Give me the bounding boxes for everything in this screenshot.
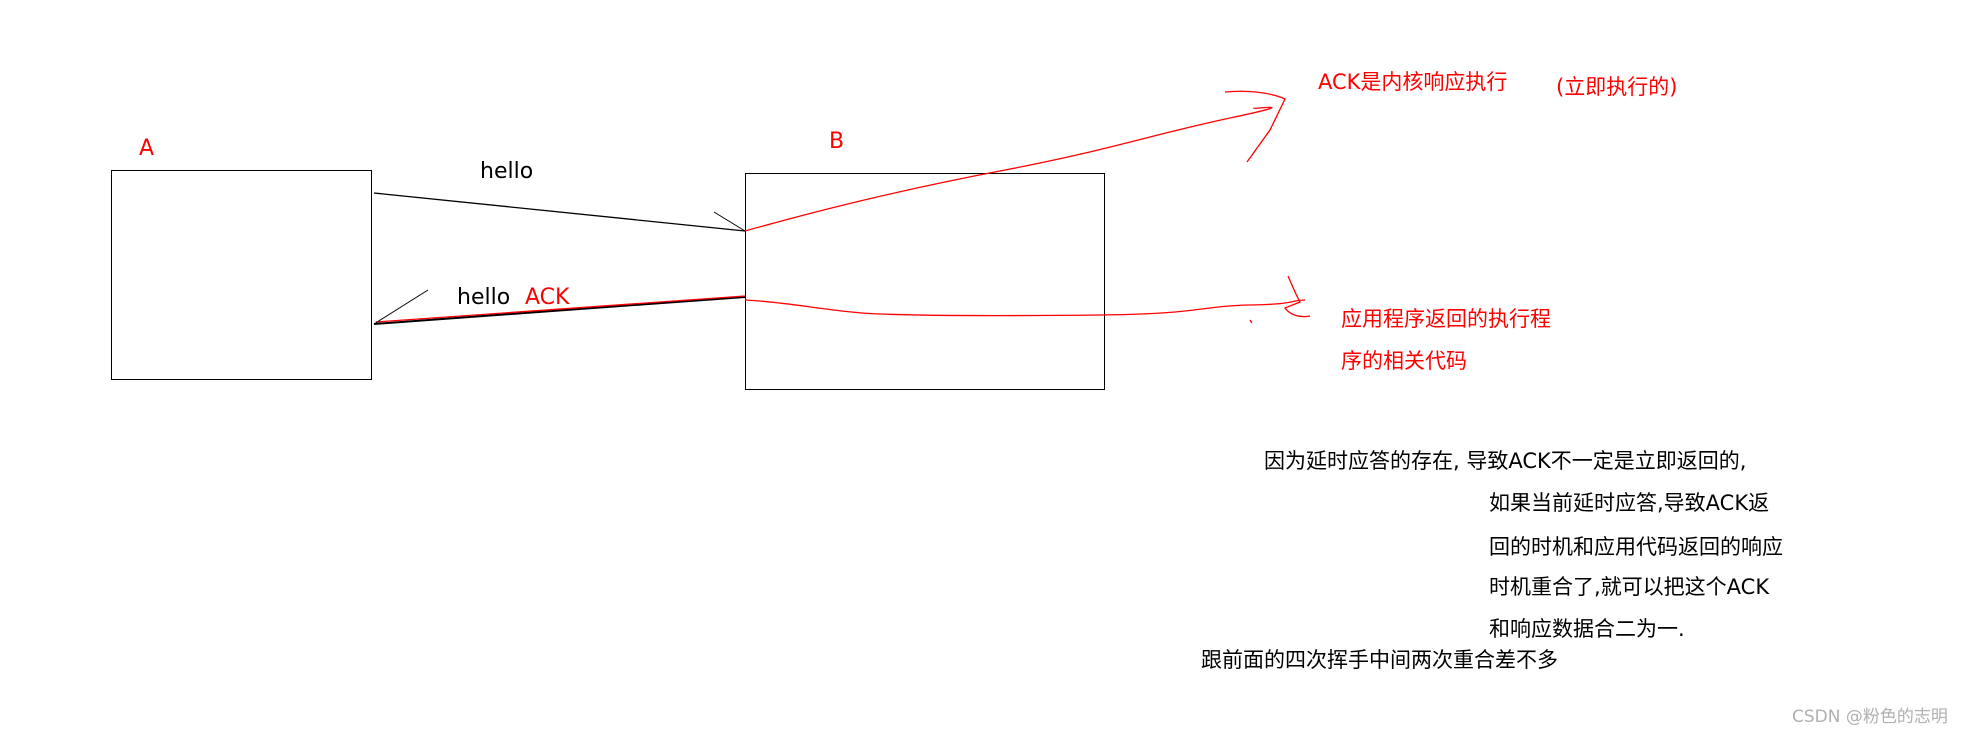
hello-arrow-line xyxy=(373,192,746,232)
host-a-label: A xyxy=(139,136,155,161)
explanation-line: 时机重合了,就可以把这个ACK xyxy=(1489,575,1770,599)
reply-ack-label: ACK xyxy=(525,285,570,310)
host-a-box xyxy=(111,170,372,380)
kernel-ack-curve xyxy=(744,106,1273,232)
explanation-line: 和响应数据合二为一. xyxy=(1489,617,1685,641)
hello-arrowhead xyxy=(713,211,746,232)
explanation-line: 如果当前延时应答,导致ACK返 xyxy=(1489,491,1770,515)
watermark: CSDN @粉色的志明 xyxy=(1792,707,1948,727)
kernel-ack-note: (立即执行的) xyxy=(1556,75,1678,99)
reply-arrow-line xyxy=(373,296,746,325)
app-response-annotation-line1: 应用程序返回的执行程 xyxy=(1341,307,1551,331)
reply-hello-label: hello xyxy=(457,285,511,310)
app-response-arrowhead xyxy=(1249,275,1311,324)
host-b-box xyxy=(745,173,1105,390)
kernel-ack-annotation: ACK是内核响应执行 xyxy=(1318,70,1508,94)
explanation-line: 因为延时应答的存在, 导致ACK不一定是立即返回的, xyxy=(1264,449,1747,473)
app-response-annotation-line2: 序的相关代码 xyxy=(1341,349,1467,373)
reply-arrowhead xyxy=(373,289,429,325)
hello-message-label: hello xyxy=(480,159,534,184)
explanation-line: 回的时机和应用代码返回的响应 xyxy=(1489,535,1783,559)
kernel-ack-arrowhead xyxy=(1224,90,1286,163)
host-b-label: B xyxy=(829,129,845,154)
app-response-curve xyxy=(744,299,1306,317)
reply-arrow-red-overlay xyxy=(375,295,746,323)
explanation-footer: 跟前面的四次挥手中间两次重合差不多 xyxy=(1201,648,1558,672)
